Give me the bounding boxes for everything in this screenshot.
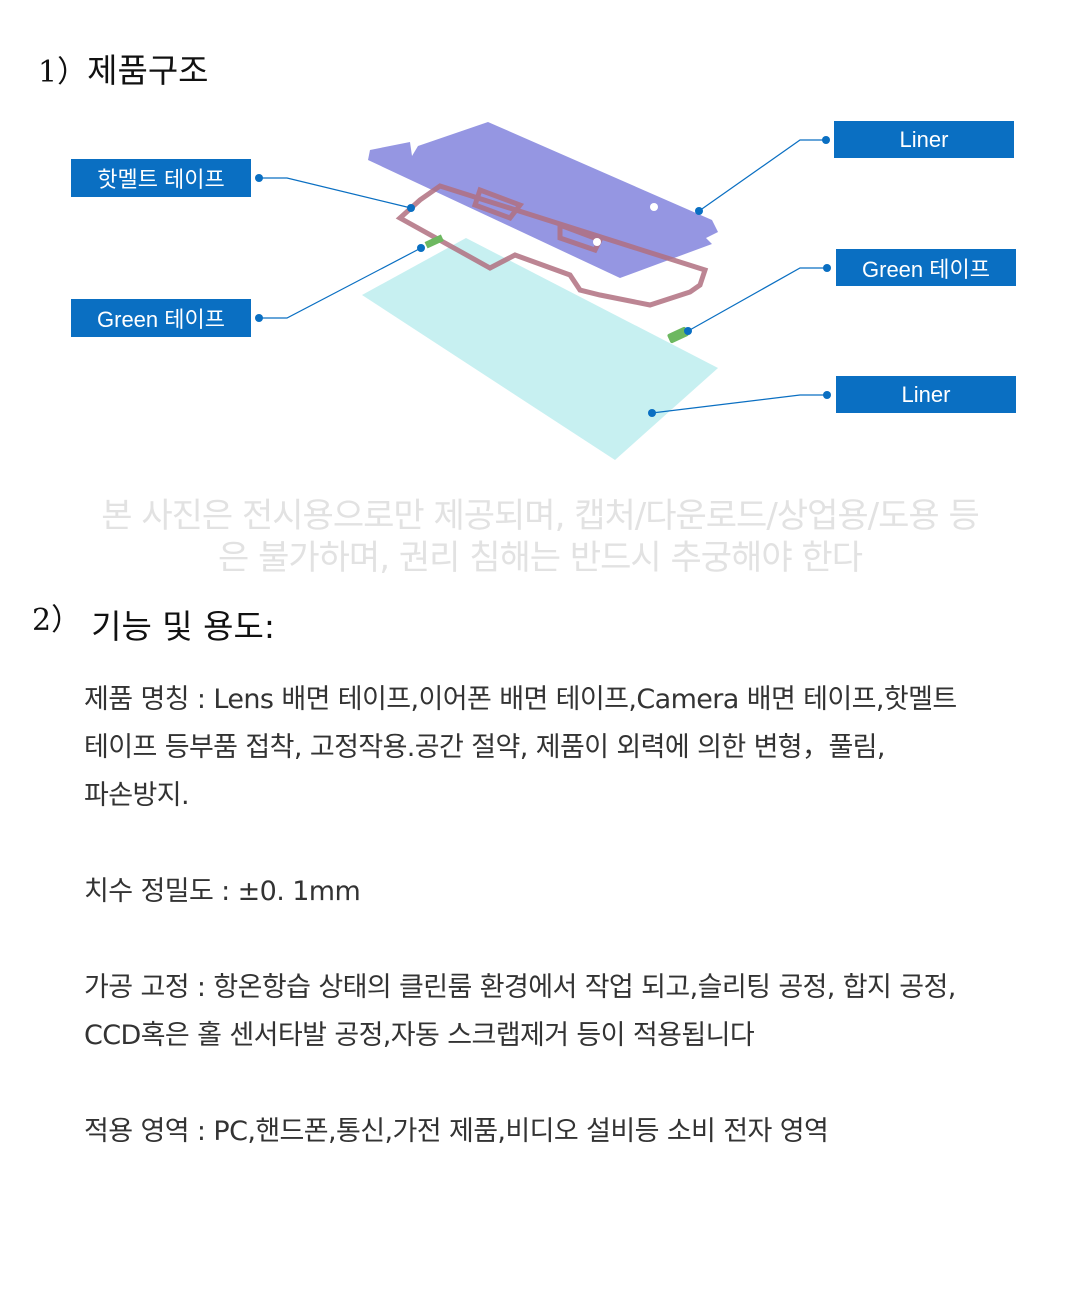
green-tape-right [667, 326, 689, 344]
label-liner-top: Liner [834, 121, 1014, 158]
watermark-line-2: 은 불가하며, 권리 침해는 반드시 추궁해야 한다 [218, 538, 863, 578]
label-hotmelt-tape: 핫멜트 테이프 [71, 159, 251, 197]
top-liner-layer [368, 122, 718, 278]
leader-lines [259, 139, 827, 414]
application-paragraph: 적용 영역 : PC,핸드폰,통신,가전 제품,비디오 설비등 소비 전자 영역 [84, 1116, 829, 1147]
product-structure-diagram [255, 122, 831, 460]
precision-paragraph: 치수 정밀도 : ±0. 1mm [84, 876, 361, 907]
process-paragraph: 가공 고정 : 항온항습 상태의 클린룸 환경에서 작업 되고,슬리팅 공정, … [84, 972, 956, 1051]
section-1-heading: 1）제품구조 [38, 51, 209, 90]
section-2-heading: 2）기능 및 용도: [32, 603, 275, 646]
label-green-tape-right: Green 테이프 [836, 249, 1016, 286]
leader-dots [255, 136, 831, 417]
label-green-tape-left: Green 테이프 [71, 299, 251, 337]
label-liner-bottom: Liner [836, 376, 1016, 413]
bottom-liner-layer [362, 238, 718, 460]
hotmelt-tape-layer [395, 183, 709, 308]
watermark-line-1: 본 사진은 전시용으로만 제공되며, 캡처/다운로드/상업용/도용 등 [101, 496, 980, 536]
green-tape-left [424, 234, 444, 249]
product-name-paragraph: 제품 명칭 : Lens 배면 테이프,이어폰 배면 테이프,Camera 배면… [84, 684, 957, 811]
